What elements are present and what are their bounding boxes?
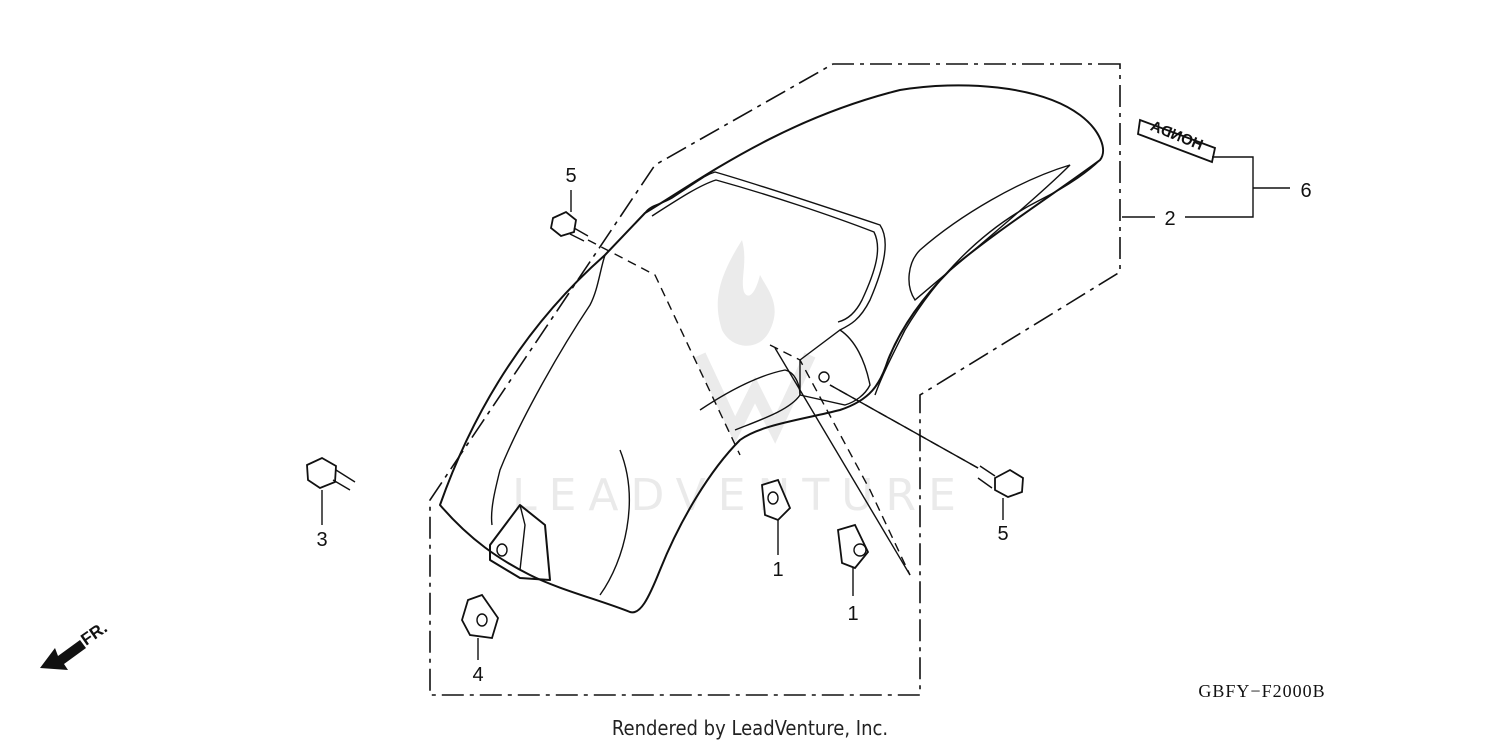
callout-1-right: 1 <box>847 603 858 625</box>
footer-credit: Rendered by LeadVenture, Inc. <box>611 716 889 740</box>
callout-1-center: 1 <box>772 559 783 581</box>
nut-clip-center <box>761 478 792 555</box>
callout-3: 3 <box>316 529 327 551</box>
leader-bolt-top <box>587 239 741 456</box>
callout-5-top: 5 <box>565 165 576 187</box>
spring-clip <box>461 593 499 660</box>
honda-emblem: HONDA <box>1137 118 1217 164</box>
callout-bracket <box>1122 156 1290 218</box>
watermark-lv-icon <box>694 352 816 444</box>
flange-bolt-top <box>550 190 589 242</box>
leader-clip-center <box>769 344 911 576</box>
callout-6: 6 <box>1300 180 1311 202</box>
watermark-flame-icon <box>717 240 775 346</box>
nut-clip-right <box>837 523 870 596</box>
callout-5-right: 5 <box>997 523 1008 545</box>
callout-4: 4 <box>472 664 483 686</box>
callout-2: 2 <box>1164 208 1175 230</box>
rear-fender <box>439 84 1105 614</box>
watermark: LEADVENTURE <box>512 240 968 521</box>
assembly-boundary <box>429 63 1121 696</box>
watermark-text: LEADVENTURE <box>512 470 968 521</box>
bolt-left <box>306 456 356 525</box>
flange-bolt-right <box>977 465 1024 520</box>
diagram-code: GBFY−F2000B <box>1198 681 1325 701</box>
front-direction-arrow-icon: FR. <box>40 618 111 670</box>
